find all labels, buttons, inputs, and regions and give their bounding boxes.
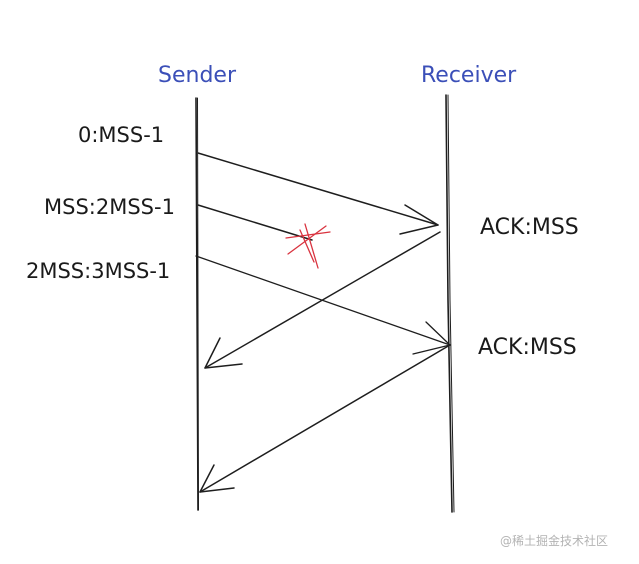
receiver-title: Receiver <box>421 63 517 88</box>
loss-marker-icon <box>285 223 331 269</box>
segment-arrow-0 <box>197 152 439 235</box>
sender-title: Sender <box>158 63 237 88</box>
ack-arrow-0 <box>204 231 441 369</box>
segment-label-0: 0:MSS-1 <box>78 123 164 147</box>
ack-arrow-1 <box>199 344 451 493</box>
receiver-lifeline <box>445 94 455 513</box>
segment-label-2: 2MSS:3MSS-1 <box>26 259 170 283</box>
ack-label-0: ACK:MSS <box>480 215 579 240</box>
segment-arrow-1 <box>197 204 313 241</box>
watermark: @稀土掘金技术社区 <box>500 533 608 548</box>
ack-label-1: ACK:MSS <box>478 335 577 360</box>
segment-label-1: MSS:2MSS-1 <box>44 195 175 219</box>
segment-arrow-2 <box>195 255 451 355</box>
sender-lifeline <box>195 97 199 511</box>
